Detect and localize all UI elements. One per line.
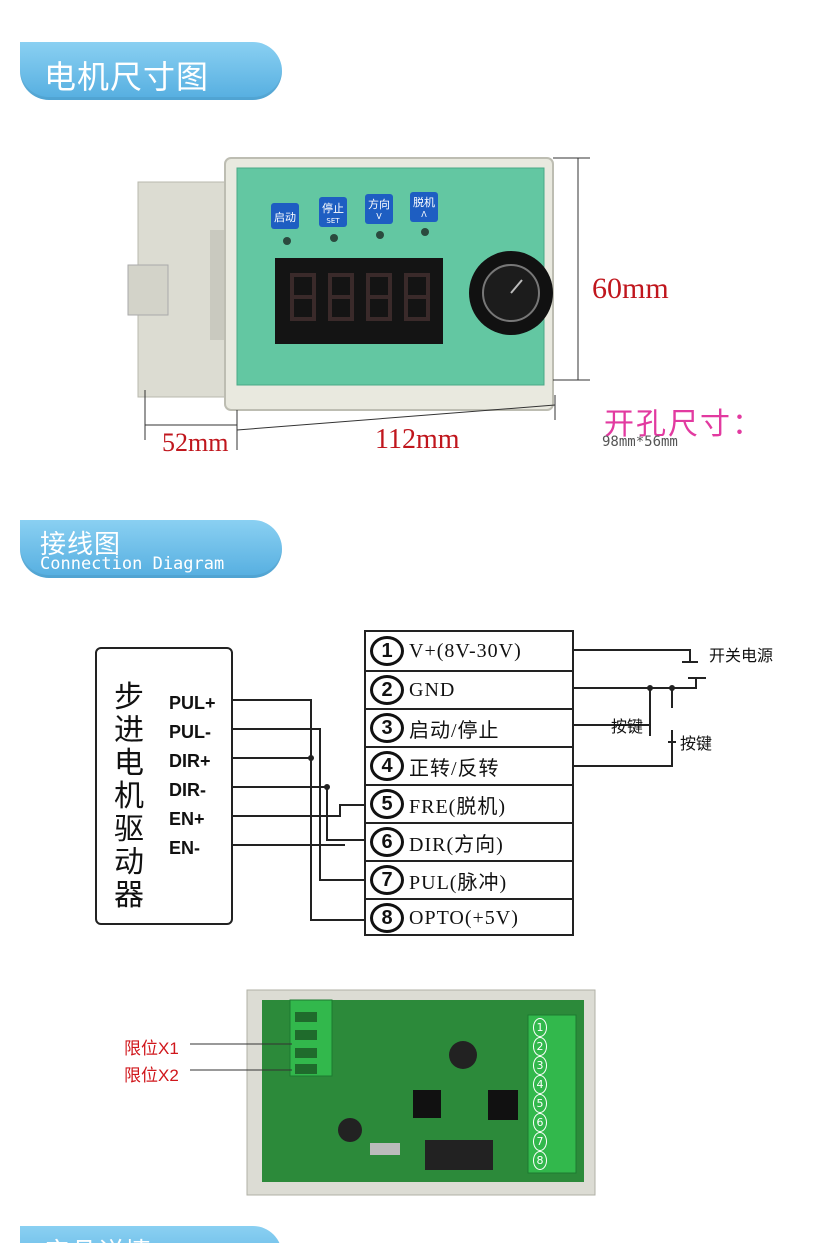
pin-label: 8 bbox=[533, 1151, 547, 1170]
section-banner-wiring: 接线图 Connection Diagram bbox=[20, 520, 282, 578]
panel-button-group bbox=[271, 192, 438, 229]
driver-signal: EN+ bbox=[169, 809, 205, 829]
section-title: 产品详情 bbox=[44, 1232, 152, 1243]
section-banner-details: 产品详情 bbox=[20, 1226, 282, 1243]
terminal-label: DIR(方向) bbox=[409, 833, 504, 856]
terminal-number: 2 bbox=[370, 675, 404, 705]
btn-stop-label: 停止 bbox=[322, 201, 344, 215]
section-title: 接线图 bbox=[40, 530, 122, 560]
btn-free-sub: Λ bbox=[421, 210, 427, 219]
driver-signal: DIR+ bbox=[169, 751, 211, 771]
pin-label: 1 bbox=[533, 1018, 547, 1037]
terminal-label: V+(8V-30V) bbox=[409, 639, 522, 662]
dimension-depth: 52mm bbox=[162, 428, 229, 457]
terminal-label: GND bbox=[409, 678, 456, 701]
terminal-label: 启动/停止 bbox=[409, 719, 500, 742]
dimension-height: 60mm bbox=[592, 272, 669, 305]
driver-signal: PUL- bbox=[169, 722, 211, 742]
dimension-width: 112mm bbox=[375, 424, 460, 455]
pin-label: 6 bbox=[533, 1113, 547, 1132]
limit-x2-label: 限位X2 bbox=[124, 1066, 179, 1085]
btn-start-label: 启动 bbox=[274, 211, 296, 224]
pin-label: 3 bbox=[533, 1056, 547, 1075]
terminal-number: 8 bbox=[370, 903, 404, 933]
terminal-label: PUL(脉冲) bbox=[409, 871, 508, 894]
terminal-number: 4 bbox=[370, 751, 404, 781]
driver-title: 步进电机驱动器 bbox=[114, 681, 144, 912]
terminal-label: OPTO(+5V) bbox=[409, 906, 519, 929]
section-title: 电机尺寸图 bbox=[44, 58, 210, 96]
segment-display bbox=[275, 258, 443, 344]
wiring-lines bbox=[233, 649, 706, 921]
terminal-number: 6 bbox=[370, 827, 404, 857]
section-banner-dimensions: 电机尺寸图 bbox=[20, 42, 282, 100]
btn-stop-sub: SET bbox=[326, 217, 340, 225]
btn-free-label: 脱机 bbox=[413, 195, 435, 209]
power-supply-label: 开关电源 bbox=[709, 648, 774, 665]
btn-dir-label: 方向 bbox=[368, 197, 390, 211]
pin-label: 2 bbox=[533, 1037, 547, 1056]
terminal-number: 7 bbox=[370, 865, 404, 895]
key-label-1: 按键 bbox=[611, 719, 644, 736]
driver-signal: DIR- bbox=[169, 780, 206, 800]
pin-label: 4 bbox=[533, 1075, 547, 1094]
driver-signal: PUL+ bbox=[169, 693, 216, 713]
cutout-value: 98mm*56mm bbox=[602, 434, 678, 450]
limit-x1-label: 限位X1 bbox=[124, 1039, 179, 1058]
terminal-number: 3 bbox=[370, 713, 404, 743]
stepper-driver-box: 步进电机驱动器 PUL+ PUL- DIR+ DIR- EN+ EN- bbox=[95, 647, 233, 925]
btn-dir-sub: V bbox=[376, 212, 382, 221]
pcb-pin-labels: 1 2 3 4 5 6 7 8 bbox=[533, 1018, 547, 1170]
cutout-label: 开孔尺寸： bbox=[604, 408, 764, 441]
terminal-number: 1 bbox=[370, 636, 404, 666]
pin-label: 5 bbox=[533, 1094, 547, 1113]
terminal-label: FRE(脱机) bbox=[409, 795, 506, 818]
driver-signal: EN- bbox=[169, 838, 200, 858]
section-subtitle: Connection Diagram bbox=[40, 554, 225, 574]
terminal-number: 5 bbox=[370, 789, 404, 819]
terminal-label: 正转/反转 bbox=[409, 757, 500, 780]
controller-illustration: 启动 停止 SET 方向 V 脱机 Λ bbox=[127, 157, 590, 450]
pin-label: 7 bbox=[533, 1132, 547, 1151]
key-label-2: 按键 bbox=[680, 736, 713, 753]
